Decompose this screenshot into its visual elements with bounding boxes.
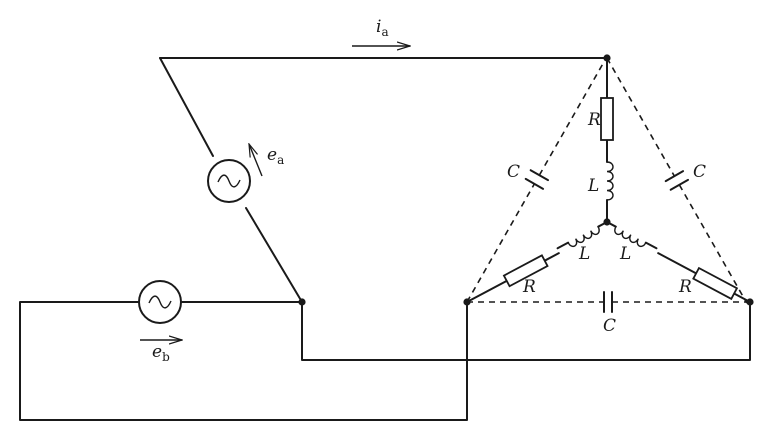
capacitor-right-label: C xyxy=(693,162,706,182)
current-label: ia xyxy=(376,17,389,39)
capacitor-bottom-label: C xyxy=(603,316,616,336)
resistor-left-label: R xyxy=(522,277,536,297)
source-b-wire-left xyxy=(19,301,468,421)
inductor-top xyxy=(606,161,614,201)
resistor-top-label: R xyxy=(587,110,601,130)
node-top xyxy=(603,54,611,62)
source-a xyxy=(207,159,251,203)
node-bottom-left xyxy=(463,298,471,306)
node-bottom-right xyxy=(746,298,754,306)
bottom-return-wire xyxy=(301,301,751,361)
inductor-left-label: L xyxy=(578,244,590,264)
source-a-label: ea xyxy=(267,145,284,167)
node-source-junction xyxy=(298,298,306,306)
source-b-label: eb xyxy=(152,342,170,364)
source-a-branch-upper xyxy=(159,57,214,157)
capacitor-right xyxy=(606,57,748,304)
resistor-right-label: R xyxy=(678,277,692,297)
resistor-right xyxy=(657,252,751,303)
capacitor-bottom xyxy=(467,291,750,313)
source-a-arrow xyxy=(249,144,263,177)
resistor-top xyxy=(600,97,614,141)
source-a-branch-lower xyxy=(245,207,303,303)
capacitor-left-label: C xyxy=(507,162,520,182)
capacitor-left xyxy=(466,56,608,303)
inductor-top-label: L xyxy=(587,176,599,196)
node-center xyxy=(603,218,611,226)
inductor-right-label: L xyxy=(619,244,631,264)
resistor-left xyxy=(466,252,560,303)
source-b xyxy=(138,280,182,324)
